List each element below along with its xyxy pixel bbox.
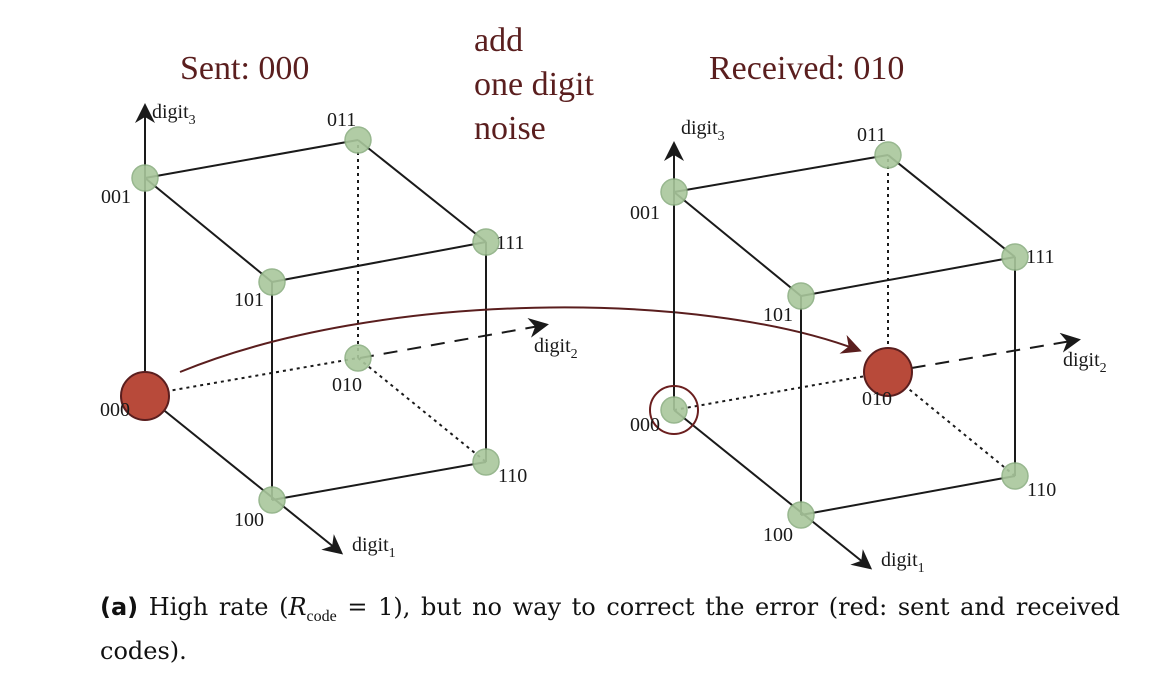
left-node-010: [344, 344, 372, 372]
right-node-001: [660, 178, 688, 206]
left-axis-digit1: [144, 394, 344, 555]
right-label-101: 101: [763, 304, 793, 326]
left-edge-001-011: [144, 139, 359, 179]
right-cube: Received: 010 000 001 011 101 111 01: [630, 50, 1107, 576]
left-node-011: [344, 126, 372, 154]
noise-note-line-2: one digit: [474, 66, 594, 103]
right-node-101: [787, 282, 815, 310]
left-node-111: [472, 228, 500, 256]
right-edge-101-111: [800, 256, 1016, 297]
caption-pre: High rate (: [148, 593, 289, 621]
caption-rate-subscript: code: [306, 607, 337, 625]
left-cube: Sent: 000 000 001 011 101 111 010 100: [100, 50, 578, 561]
left-axis-digit2: [359, 317, 549, 359]
right-node-111: [1001, 243, 1029, 271]
left-axis-label-digit3: digit3: [152, 101, 196, 128]
caption-label: (a): [100, 593, 139, 621]
noise-note-line-3: noise: [474, 110, 546, 147]
right-edge-000-010: [673, 371, 889, 411]
left-edge-001-101: [144, 177, 273, 283]
caption-rate-symbol: R: [288, 593, 307, 621]
right-node-011: [874, 141, 902, 169]
noise-note-line-1: add: [474, 22, 523, 59]
left-node-001: [131, 164, 159, 192]
right-edge-001-101: [673, 191, 802, 297]
left-edge-101-111: [271, 241, 487, 283]
right-label-110: 110: [1027, 479, 1056, 501]
right-edge-011-111: [887, 154, 1016, 258]
right-axis-label-digit3: digit3: [681, 117, 725, 144]
figure-caption: (a) High rate (Rcode = 1), but no way to…: [100, 590, 1120, 668]
right-node-000: [660, 396, 688, 424]
right-node-000-ring: [649, 385, 699, 435]
left-label-101: 101: [234, 289, 264, 311]
right-node-100: [787, 501, 815, 529]
right-axis-digit1: [673, 409, 873, 570]
right-node-110: [1001, 462, 1029, 490]
left-node-101: [258, 268, 286, 296]
left-label-100: 100: [234, 509, 264, 531]
left-edge-010-110: [357, 357, 487, 463]
right-edge-001-011: [673, 154, 889, 193]
left-label-010: 010: [332, 374, 362, 396]
left-label-001: 001: [101, 186, 131, 208]
left-edge-100-110: [271, 461, 487, 501]
left-node-000-highlight: [120, 371, 170, 421]
right-node-010-highlight: [863, 347, 913, 397]
left-axis-label-digit2: digit2: [534, 335, 578, 362]
left-label-111: 111: [496, 232, 525, 254]
right-label-000: 000: [630, 414, 660, 436]
right-label-010: 010: [862, 388, 892, 410]
right-label-100: 100: [763, 524, 793, 546]
left-label-000: 000: [100, 399, 130, 421]
right-label-011: 011: [857, 124, 886, 146]
right-label-111: 111: [1026, 246, 1055, 268]
left-edge-000-010: [144, 357, 359, 396]
left-edge-011-111: [357, 139, 487, 243]
right-axis-label-digit2: digit2: [1063, 349, 1107, 376]
left-label-011: 011: [327, 109, 356, 131]
left-node-110: [472, 448, 500, 476]
right-title: Received: 010: [709, 50, 904, 87]
left-title: Sent: 000: [180, 50, 309, 87]
right-axis-label-digit1: digit1: [881, 549, 925, 576]
left-axis-label-digit1: digit1: [352, 534, 396, 561]
left-node-100: [258, 486, 286, 514]
noise-transition-arrow: [179, 306, 862, 373]
right-axis-digit2: [887, 332, 1081, 373]
noise-note: add one digit noise: [474, 22, 594, 147]
right-edge-100-110: [800, 475, 1016, 516]
left-label-110: 110: [498, 465, 527, 487]
caption-rest: = 1), but no way to correct the error (r…: [100, 593, 1120, 665]
right-label-001: 001: [630, 202, 660, 224]
